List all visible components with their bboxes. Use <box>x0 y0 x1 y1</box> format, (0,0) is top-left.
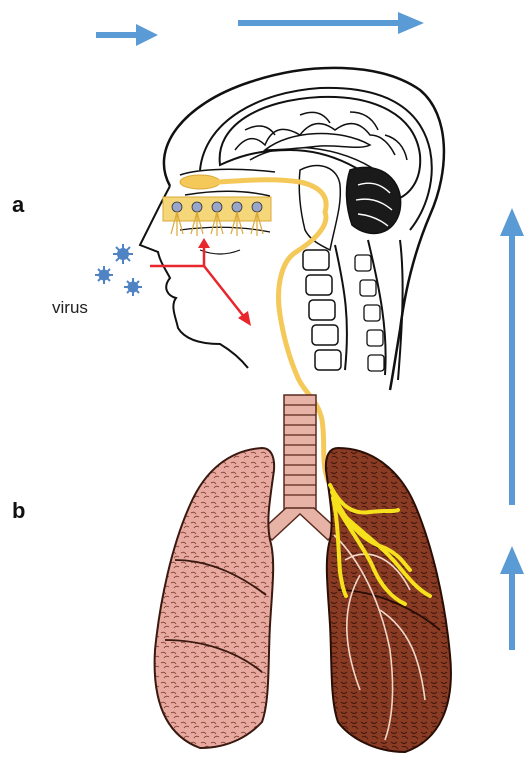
virus-label: virus <box>52 298 88 318</box>
virus-particle-icon <box>95 244 142 296</box>
panel-label-a: a <box>12 192 24 218</box>
flow-arrow-right-small <box>96 24 158 46</box>
head-sagittal-section <box>140 68 444 390</box>
lung-left <box>155 448 275 748</box>
olfactory-bulb <box>180 175 220 189</box>
flow-arrow-up-long <box>500 208 524 505</box>
flow-arrow-up-short <box>500 546 524 650</box>
flow-arrow-right-large <box>238 12 424 34</box>
panel-label-b: b <box>12 498 25 524</box>
